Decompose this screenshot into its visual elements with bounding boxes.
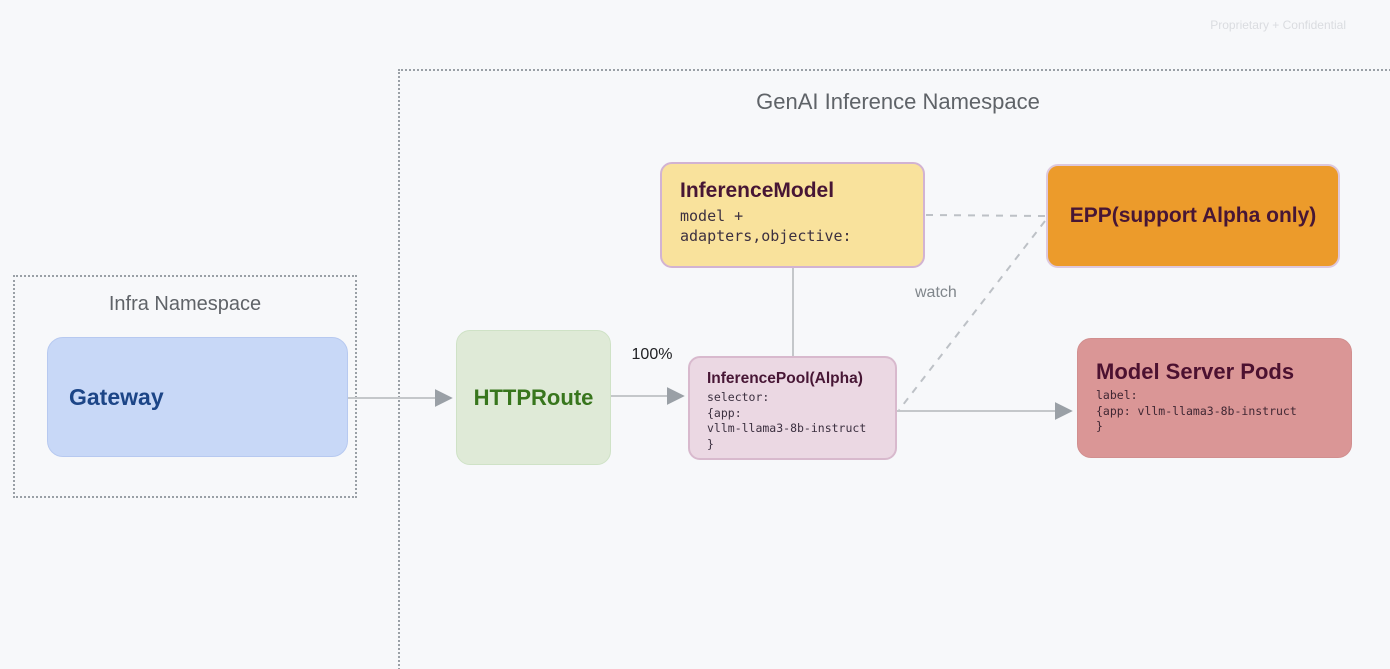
inferencemodel-body-line: adapters,objective: [680,227,852,246]
infra-namespace-box: Infra Namespace [13,275,357,498]
epp-node: EPP(support Alpha only) [1046,164,1340,268]
inferencepool-body-line: vllm-llama3-8b-instruct [707,421,867,436]
httproute-node-title: HTTPRoute [473,384,594,410]
modelserverpods-body-line: {app: vllm-llama3-8b-instruct [1096,403,1297,418]
epp-node-title: EPP(support Alpha only) [1069,204,1317,227]
inferencepool-body-line: selector: [707,390,770,404]
gateway-node-title: Gateway [69,383,164,410]
modelserverpods-node-title: Model Server Pods [1096,359,1295,384]
inferencepool-node-title: InferencePool(Alpha) [707,370,863,387]
modelserverpods-node: Model Server Pods label: {app: vllm-llam… [1077,338,1352,458]
inferencemodel-node-title: InferenceModel [680,179,835,202]
genai-namespace-box: GenAI Inference Namespace [398,69,1390,669]
inferencepool-body-line: {app: [707,405,742,420]
inferencepool-body-line: } [707,436,714,451]
inferencemodel-body-line: model + [680,207,744,225]
infra-namespace-title: Infra Namespace [108,293,262,315]
gateway-node: Gateway [47,337,348,457]
genai-namespace-title: GenAI Inference Namespace [756,89,1040,114]
modelserverpods-body-line: } [1096,419,1103,434]
inferencepool-node: InferencePool(Alpha) selector: {app: vll… [688,356,897,460]
httproute-node: HTTPRoute [456,330,611,465]
confidential-watermark: Proprietary + Confidential [1210,18,1346,32]
modelserverpods-body-line: label: [1096,388,1138,402]
inferencemodel-node: InferenceModel model + adapters,objectiv… [660,162,925,268]
watch-label: watch [915,284,957,301]
traffic-split-label: 100% [631,346,673,363]
